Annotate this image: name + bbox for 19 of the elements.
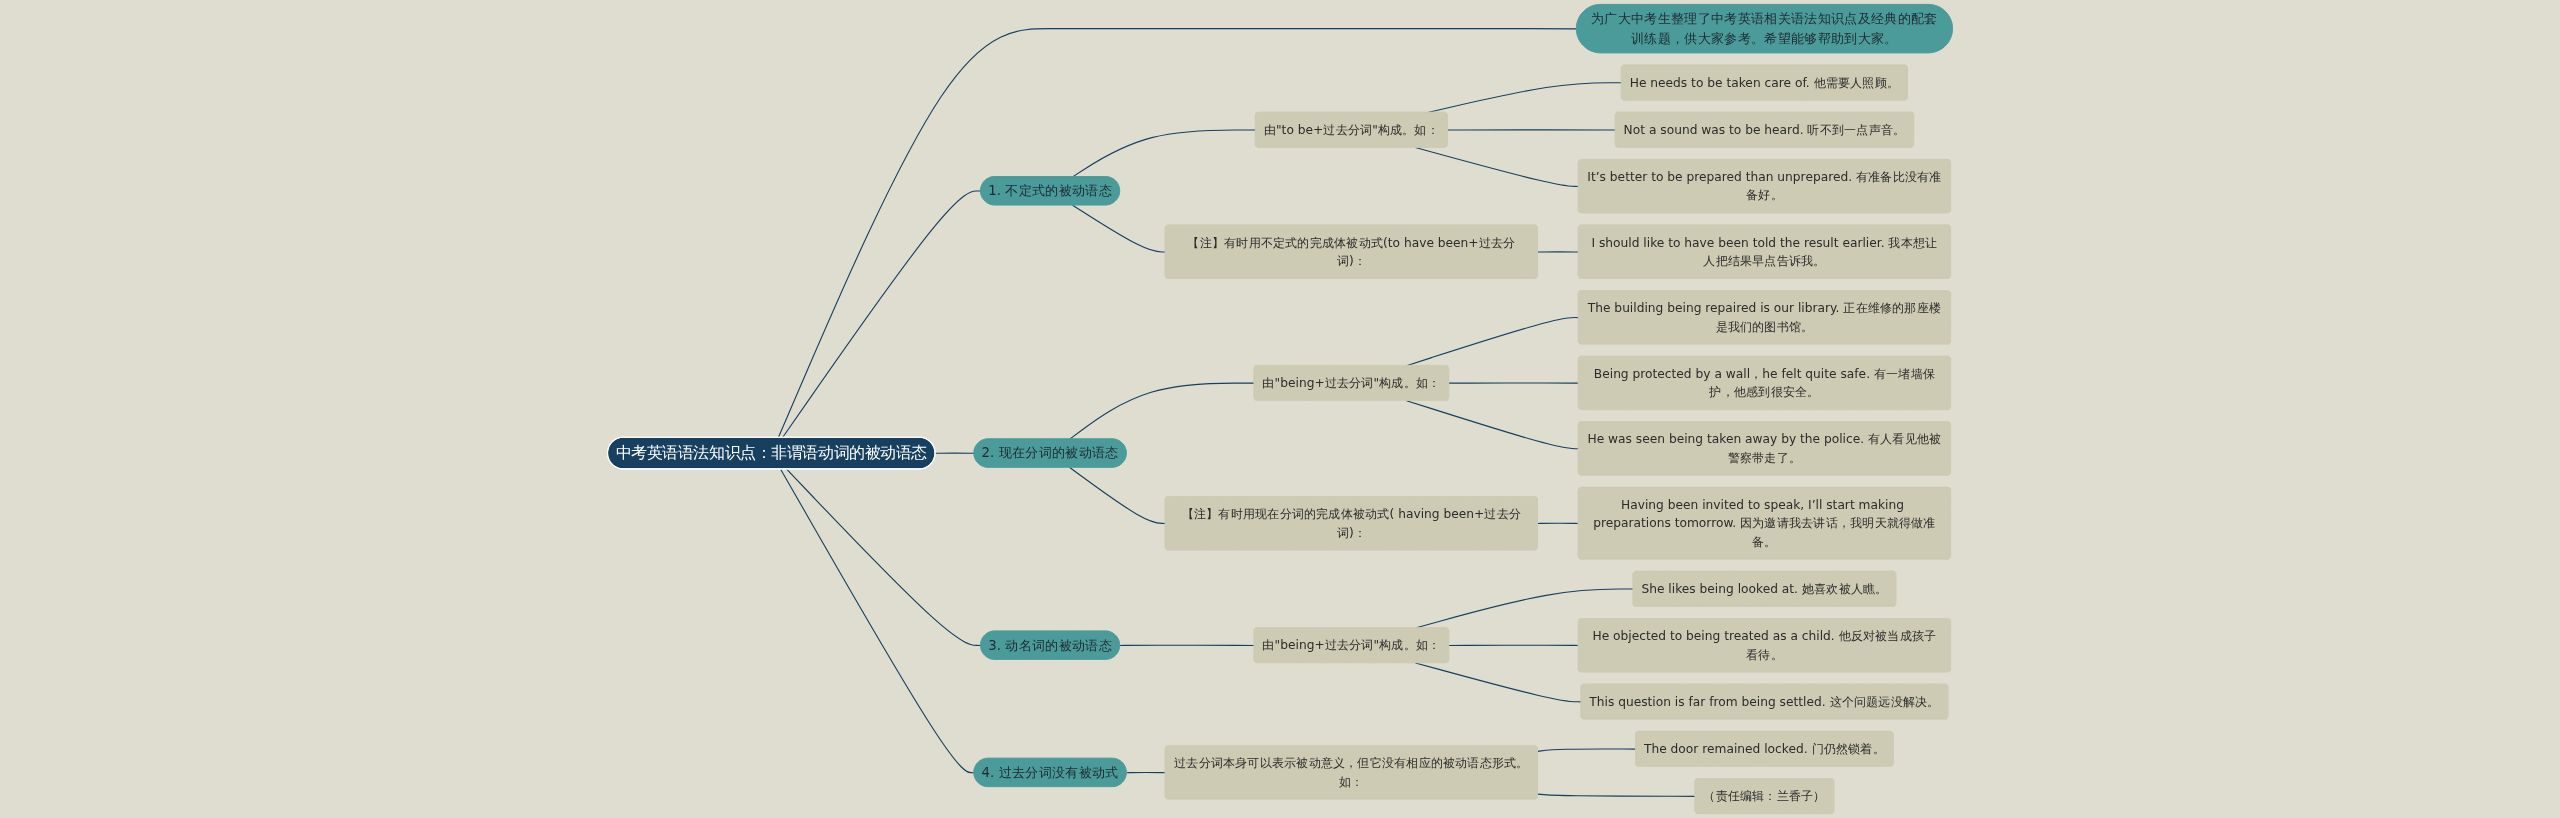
connector (1072, 129, 1257, 178)
connector (1448, 382, 1580, 384)
connector (1537, 522, 1580, 525)
connector (1414, 662, 1582, 703)
connector (1069, 382, 1255, 440)
connector (1069, 466, 1166, 525)
connector (1119, 644, 1255, 646)
connector (782, 190, 982, 439)
connector (934, 452, 975, 454)
connector (777, 28, 1578, 439)
connector (1537, 748, 1637, 752)
connector (1537, 251, 1580, 253)
connector (1072, 204, 1166, 253)
connector (1537, 793, 1696, 797)
connector (1447, 129, 1617, 131)
connector (786, 468, 982, 646)
connector (1448, 644, 1580, 646)
connector (780, 468, 975, 774)
connector (1126, 771, 1166, 774)
